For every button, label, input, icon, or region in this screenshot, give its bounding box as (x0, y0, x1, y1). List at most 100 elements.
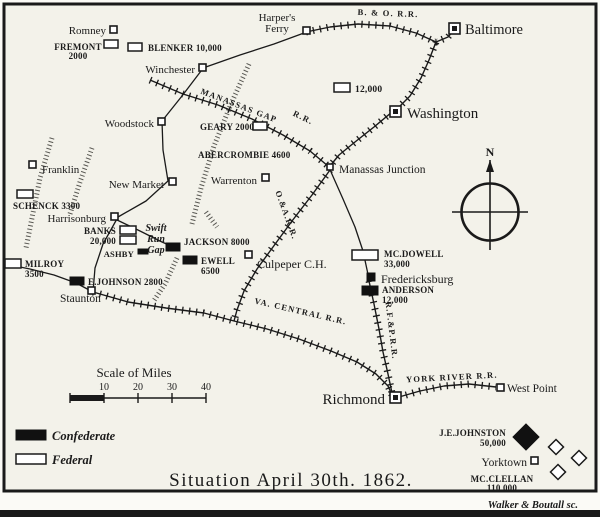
ridge-blue-ridge-north (189, 62, 252, 225)
unit-symbol-milroy (4, 258, 22, 269)
unit-label-jackson: JACKSON 8000 (184, 237, 250, 247)
page-bottom-rule (0, 510, 600, 517)
town-label-manassas-junction: Manassas Junction (339, 164, 426, 176)
map-title: Situation April 30th. 1862. (169, 470, 413, 491)
unit-symbol-washington-garrison (333, 82, 351, 93)
unit-symbol-jackson (165, 242, 181, 252)
town-label-romney: Romney (69, 25, 107, 37)
unit-label-schenck: SCHENCK 3300 (13, 201, 80, 211)
railroad-hatching-manassas-gap (148, 76, 331, 169)
town-symbol-romney (109, 25, 118, 34)
unit-symbol-ewell (182, 255, 198, 265)
ridge-shenandoah-mountain (67, 147, 95, 215)
legend-swatch-confederate (15, 429, 47, 441)
railroad-hatching-richmond-fredericksburg-and-potomac (365, 280, 396, 394)
unit-symbol-mcclellan-0 (547, 438, 565, 456)
legend-label-federal: Federal (51, 453, 93, 467)
scale-bar-filled-segment (70, 395, 104, 401)
legend-label-confederate: Confederate (52, 429, 116, 443)
unit-label-edward-johnson: E.JOHNSON 2800 (88, 277, 163, 287)
town-symbol-inner-washington (393, 109, 398, 114)
scale-tick-label-40: 40 (201, 382, 211, 393)
legend-swatch-federal (15, 453, 47, 465)
unit-symbol-blenker (127, 42, 143, 52)
scale-bar: Scale of Miles 10 20 30 40 (69, 365, 211, 403)
railroad-orange-and-alexandria-north (329, 111, 393, 167)
town-symbol-harrisonburg (110, 212, 119, 221)
unit-label-blenker: BLENKER 10,000 (148, 43, 222, 53)
ridge-alleghenies (23, 137, 55, 249)
unit-symbol-joseph-e-johnston (512, 423, 540, 451)
unit-label-abercrombie: ABERCROMBIE 4600 (198, 150, 291, 160)
unit-symbol-mcdowell (351, 249, 379, 261)
scale-tick-label-20: 20 (133, 382, 143, 393)
town-label-harrisonburg: Harrisonburg (48, 213, 107, 225)
town-label-woodstock: Woodstock (105, 118, 155, 130)
unit-label-washington-garrison: 12,000 (355, 85, 382, 95)
town-symbol-winchester (198, 63, 207, 72)
unit-label-geary: GEARY 2000 (200, 122, 254, 132)
railroad-hatching-orange-and-alexandria (230, 167, 333, 322)
town-label-winchester: Winchester (145, 64, 195, 76)
town-symbol-woodstock (157, 117, 166, 126)
unit-symbol-mcclellan-2 (549, 463, 567, 481)
town-symbol-staunton (87, 286, 96, 295)
town-symbol-manassas-junction (326, 163, 334, 171)
railroad-hatching-baltimore-and-ohio (305, 20, 456, 46)
town-symbol-harpers-ferry (302, 26, 311, 35)
railroad-label-york-river: YORK RIVER R.R. (406, 370, 498, 385)
town-label-richmond: Richmond (323, 392, 386, 408)
town-symbol-inner-richmond (393, 395, 398, 400)
town-symbol-west-point (496, 383, 505, 392)
unit-symbol-geary (252, 121, 268, 131)
compass-rose: N (452, 145, 528, 250)
town-symbol-new-market (168, 177, 177, 186)
town-symbol-inner-baltimore (452, 26, 457, 31)
map-border (2, 2, 598, 493)
unit-symbol-fremont (103, 39, 119, 49)
unit-label-ashby: ASHBY (104, 249, 134, 259)
scale-title: Scale of Miles (96, 365, 171, 380)
compass-north-label: N (486, 145, 495, 159)
scale-tick-label-10: 10 (99, 382, 109, 393)
town-label-new-market: New Market (109, 179, 164, 191)
road-winchester-harpers-ferry (202, 32, 305, 69)
unit-symbol-ashby (137, 248, 149, 255)
railroad-hatching-york-river (398, 380, 497, 401)
railroad-b-and-o-washington-branch (396, 41, 437, 110)
town-symbol-culpeper-court-house (244, 250, 253, 259)
map-legend: Confederate Federal (15, 429, 116, 467)
unit-symbol-banks-1 (119, 235, 137, 245)
scale-tick-label-30: 30 (167, 382, 177, 393)
engraver-credit: Walker & Boutall sc. (488, 500, 578, 511)
town-label-washington: Washington (407, 106, 479, 122)
town-label-franklin: Franklin (42, 164, 80, 176)
town-symbol-warrenton (261, 173, 270, 182)
town-symbol-yorktown (530, 456, 539, 465)
town-label-staunton: Staunton (60, 293, 101, 305)
unit-symbol-anderson (361, 285, 379, 296)
town-label-warrenton: Warrenton (211, 175, 258, 187)
unit-symbol-mcclellan-1 (570, 449, 588, 467)
scale-ticks: 10 20 30 40 (69, 382, 211, 403)
railroad-virginia-central (92, 291, 393, 396)
town-symbol-fredericksburg (366, 272, 376, 282)
railroad-label-baltimore-and-ohio: B. & O. R.R. (357, 7, 418, 19)
unit-symbol-edward-johnson (69, 276, 85, 286)
town-label-west-point: West Point (507, 383, 558, 395)
town-symbol-franklin (28, 160, 37, 169)
unit-symbol-banks-0 (119, 225, 137, 235)
unit-symbol-schenck (16, 189, 34, 199)
